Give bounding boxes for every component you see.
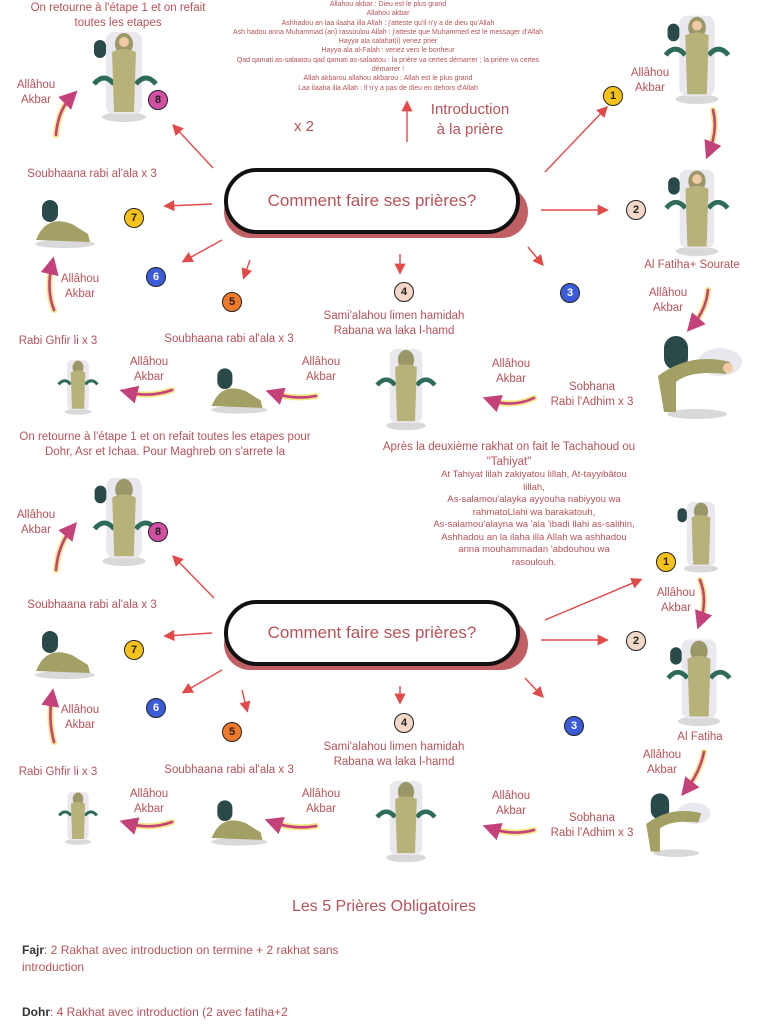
step-number-7: 7: [124, 208, 144, 228]
standing-woman-icon: [652, 6, 742, 111]
label-fatiha: Al Fatiha+ Sourate: [644, 259, 740, 271]
label-fatiha: Al Fatiha: [677, 731, 723, 743]
adhan-line: Qad qamati as-salaatou qad qamati as-sal…: [236, 56, 540, 74]
standing-woman-icon: [84, 22, 164, 129]
fajr-description: Fajr: 2 Rakhat avec introduction on term…: [22, 942, 352, 976]
label-soubhaana: Soubhaana rabi al'ala x 3: [27, 599, 157, 611]
pill-title: Comment faire ses prières?: [224, 600, 520, 666]
adhan-text: Allahou akbar : Dieu est le plus grand A…: [228, 0, 548, 93]
step-number-5: 5: [222, 722, 242, 742]
adhan-line: Allah akbarou allahou akbarou : Allah es…: [303, 75, 473, 83]
bowing-woman-icon: [650, 332, 744, 425]
step-number-2: 2: [626, 200, 646, 220]
prostrating-woman-icon: [206, 360, 272, 425]
prostrating-woman-icon: [30, 626, 100, 687]
label-soubhaana: Soubhaana rabi al'ala x 3: [27, 168, 157, 180]
label-soubhaana: Soubhaana rabi al'ala x 3: [164, 764, 294, 776]
standing-woman-icon: [52, 786, 104, 851]
pill-title: Comment faire ses prières?: [224, 168, 520, 234]
tahiyat-line: lillah,: [523, 481, 545, 493]
tahiyat-line: rahmatoLlahi wa barakatouh,: [472, 506, 596, 518]
step-number-5: 5: [222, 292, 242, 312]
tahiyat-line: As-salamou'alayka ayyouha nabiyyou wa: [447, 494, 621, 505]
step-number-8: 8: [148, 522, 168, 542]
step-number-1: 1: [603, 86, 623, 106]
label-rabi-ghfir: Rabi Ghfir li x 3: [18, 766, 98, 778]
dohr-text: : 4 Rakhat avec introduction (2 avec fat…: [50, 1005, 288, 1019]
standing-woman-icon: [656, 630, 742, 733]
label-soubhaana: Soubhaana rabi al'ala x 3: [164, 333, 294, 345]
standing-woman-icon: [52, 354, 104, 421]
tahiyat-line: At Tahiyat lilah zakiyatou lillah, At-ta…: [441, 469, 627, 480]
adhan-line: Ashhadou an laa ilaaha illa Allah : j'at…: [281, 19, 495, 27]
dohr-description: Dohr: 4 Rakhat avec introduction (2 avec…: [22, 1004, 352, 1021]
tahiyat-line: rasoulouh.: [511, 556, 557, 568]
prostrating-woman-icon: [206, 792, 272, 857]
tahiyat-line: anna mouhammadan 'abdouhou wa: [458, 544, 610, 555]
standing-woman-icon: [366, 772, 446, 869]
step-number-3: 3: [564, 716, 584, 736]
prostrating-woman-icon: [30, 196, 100, 255]
step-number-8: 8: [148, 90, 168, 110]
adhan-line: Hayya ala al-Falah : venez vers le bonhe…: [321, 47, 455, 55]
adhan-line: Allahou akbar : Dieu est le plus grand: [329, 1, 447, 8]
times-label: x 2: [293, 118, 314, 135]
standing-woman-icon: [84, 468, 164, 573]
adhan-line: Hayya ala salahat(i) venez prier: [338, 38, 438, 46]
adhan-line: Ash hadou anna Muhammad (an) rassoulou A…: [232, 28, 544, 36]
fajr-name: Fajr: [22, 943, 45, 957]
bowing-woman-icon: [640, 786, 712, 867]
tahiyat-line: As-salamou'alayna wa 'ala 'ibadi llahi a…: [433, 519, 635, 530]
step-number-1: 1: [656, 552, 676, 572]
tahiyat-text: At Tahiyat lilah zakiyatou lillah, At-ta…: [416, 469, 652, 569]
tachahoud-note: Après la deuxième rakhat on fait le Tach…: [382, 441, 636, 468]
standing-woman-icon: [652, 160, 742, 263]
step-number-7: 7: [124, 640, 144, 660]
tahiyat-line: Ashhadou an la ilaha illa Allah wa ashha…: [441, 531, 627, 543]
step-number-6: 6: [146, 698, 166, 718]
step-number-2: 2: [626, 631, 646, 651]
step-number-4: 4: [394, 713, 414, 733]
standing-woman-icon: [666, 494, 736, 579]
repeat-note: On retourne à l'étape 1 et on refait tou…: [19, 431, 311, 458]
label-rabi-ghfir: Rabi Ghfir li x 3: [18, 335, 98, 347]
adhan-line: Laa ilaaha illa Allah : Il n'y a pas de …: [298, 84, 478, 92]
standing-woman-icon: [366, 340, 446, 437]
step-number-3: 3: [560, 283, 580, 303]
dohr-name: Dohr: [22, 1005, 50, 1019]
step-number-4: 4: [394, 282, 414, 302]
adhan-line: Allahou akbar: [366, 10, 410, 18]
step-number-6: 6: [146, 267, 166, 287]
fajr-text: : 2 Rakhat avec introduction on termine …: [22, 943, 339, 974]
obligatory-prayers-title: Les 5 Prières Obligatoires: [291, 898, 477, 915]
